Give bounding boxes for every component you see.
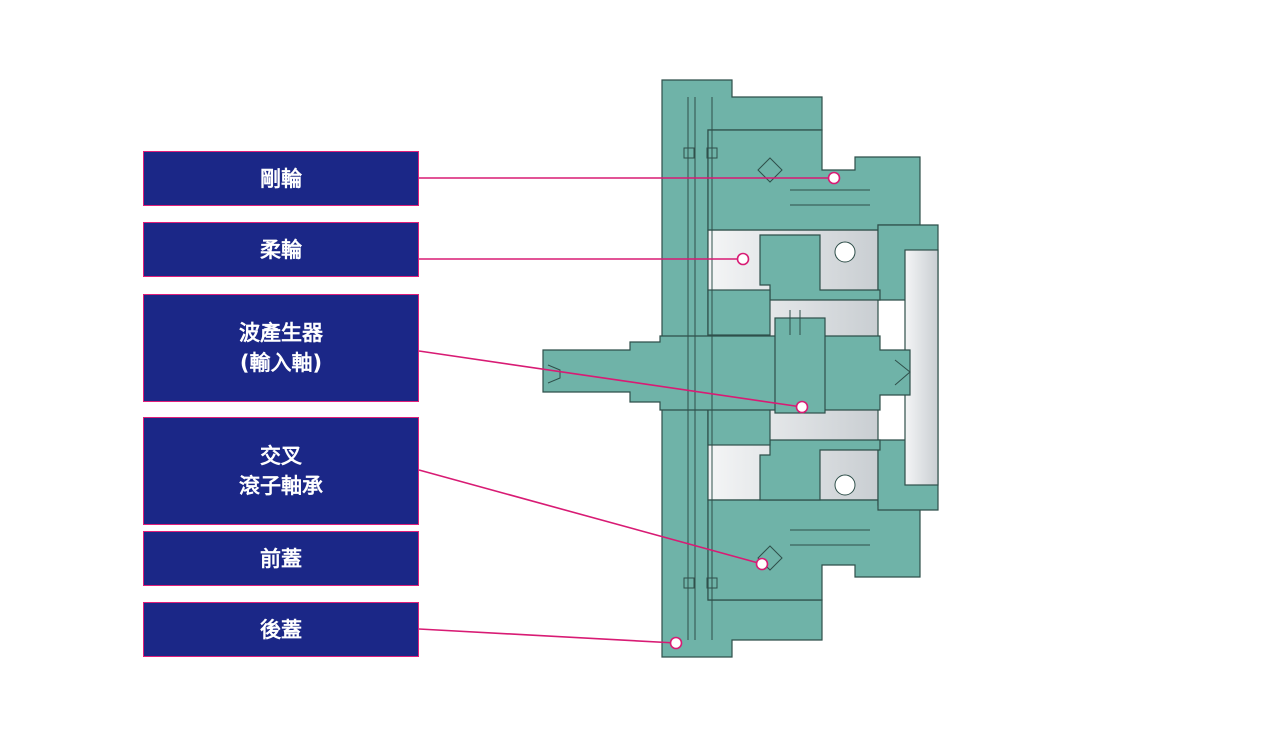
marker-rear-cover: [669, 636, 683, 650]
label-rigid-gear: 剛輪: [143, 151, 419, 206]
housing: [542, 79, 939, 658]
bearing-block-upper: [707, 289, 771, 336]
label-flexspline: 柔輪: [143, 222, 419, 277]
leader-lines: [418, 171, 841, 650]
label-cross-roller-bearing-line1: 交叉: [260, 444, 302, 468]
label-flexspline-text: 柔輪: [260, 237, 302, 262]
label-rear-cover: 後蓋: [143, 602, 419, 657]
flexspline-lower-part: [759, 439, 881, 501]
leader-rear-cover: [418, 628, 677, 644]
marker-wave-generator: [795, 400, 809, 414]
flexspline-part: [759, 234, 881, 301]
input-shaft-part: [542, 335, 911, 411]
label-rear-cover-text: 後蓋: [260, 617, 302, 642]
leader-cross-roller-bearing: [418, 469, 763, 565]
label-wave-generator-line1: 波產生器: [239, 321, 323, 345]
marker-rigid-gear: [827, 171, 841, 185]
label-cross-roller-bearing: 交叉 滾子軸承: [143, 417, 419, 525]
label-wave-generator: 波產生器 (輸入軸): [143, 294, 419, 402]
marker-cross-roller-bearing: [755, 557, 769, 571]
label-cross-roller-bearing-line2: 滾子軸承: [239, 474, 323, 498]
marker-flexspline: [736, 252, 750, 266]
label-front-cover-text: 前蓋: [260, 546, 302, 571]
label-rigid-gear-text: 剛輪: [260, 166, 302, 191]
label-front-cover: 前蓋: [143, 531, 419, 586]
leader-wave-generator: [418, 350, 803, 408]
upper-gear-block: [707, 129, 921, 231]
lower-gear-block: [707, 499, 921, 601]
label-wave-generator-line2: (輸入軸): [239, 351, 323, 375]
